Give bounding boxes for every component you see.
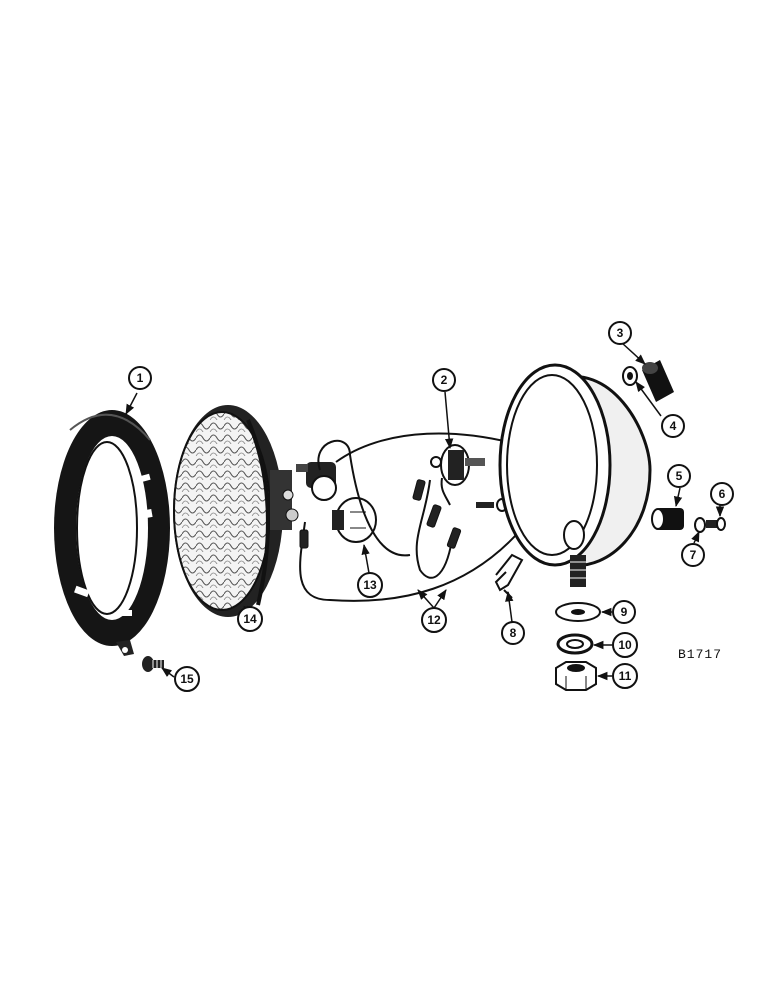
callout-11: 11 bbox=[612, 663, 638, 689]
svg-text:8: 8 bbox=[510, 626, 517, 640]
svg-text:12: 12 bbox=[427, 613, 441, 627]
callout-8: 8 bbox=[501, 621, 525, 645]
callout-9: 9 bbox=[612, 600, 636, 624]
small-screw bbox=[706, 517, 726, 531]
callout-10: 10 bbox=[612, 632, 638, 658]
lamp-socket bbox=[296, 462, 337, 501]
lock-washer-small bbox=[694, 517, 706, 533]
retaining-rim bbox=[54, 410, 170, 656]
callout-6: 6 bbox=[710, 482, 734, 506]
svg-text:3: 3 bbox=[617, 326, 624, 340]
callout-7: 7 bbox=[681, 543, 705, 567]
svg-text:13: 13 bbox=[363, 578, 377, 592]
svg-text:14: 14 bbox=[243, 612, 257, 626]
svg-text:6: 6 bbox=[719, 487, 726, 501]
svg-text:5: 5 bbox=[676, 469, 683, 483]
svg-text:10: 10 bbox=[618, 638, 632, 652]
callout-12: 12 bbox=[421, 607, 447, 633]
svg-text:1: 1 bbox=[137, 371, 144, 385]
svg-text:11: 11 bbox=[619, 669, 632, 683]
sealed-beam-lens bbox=[173, 405, 299, 617]
fitting bbox=[651, 508, 684, 530]
callout-5: 5 bbox=[667, 464, 691, 488]
knob-nut bbox=[622, 366, 638, 386]
flat-washer bbox=[555, 602, 601, 622]
callout-13: 13 bbox=[357, 572, 383, 598]
figure-code: B1717 bbox=[678, 647, 722, 662]
callout-15: 15 bbox=[174, 666, 200, 692]
lamp-housing bbox=[498, 363, 652, 587]
switch-assembly bbox=[430, 444, 485, 486]
svg-text:7: 7 bbox=[690, 548, 697, 562]
callout-4: 4 bbox=[661, 414, 685, 438]
bulb bbox=[332, 497, 377, 543]
svg-text:9: 9 bbox=[621, 605, 628, 619]
switch-knob bbox=[642, 360, 674, 402]
callout-14: 14 bbox=[237, 606, 263, 632]
svg-text:4: 4 bbox=[670, 419, 677, 433]
lock-washer bbox=[556, 633, 594, 655]
ground-clip bbox=[494, 553, 524, 599]
rim-screw bbox=[142, 656, 164, 672]
svg-text:15: 15 bbox=[180, 672, 194, 686]
hex-nut bbox=[555, 661, 597, 691]
callout-2: 2 bbox=[432, 368, 456, 392]
callout-1: 1 bbox=[128, 366, 152, 390]
svg-text:2: 2 bbox=[441, 373, 448, 387]
callout-3: 3 bbox=[608, 321, 632, 345]
